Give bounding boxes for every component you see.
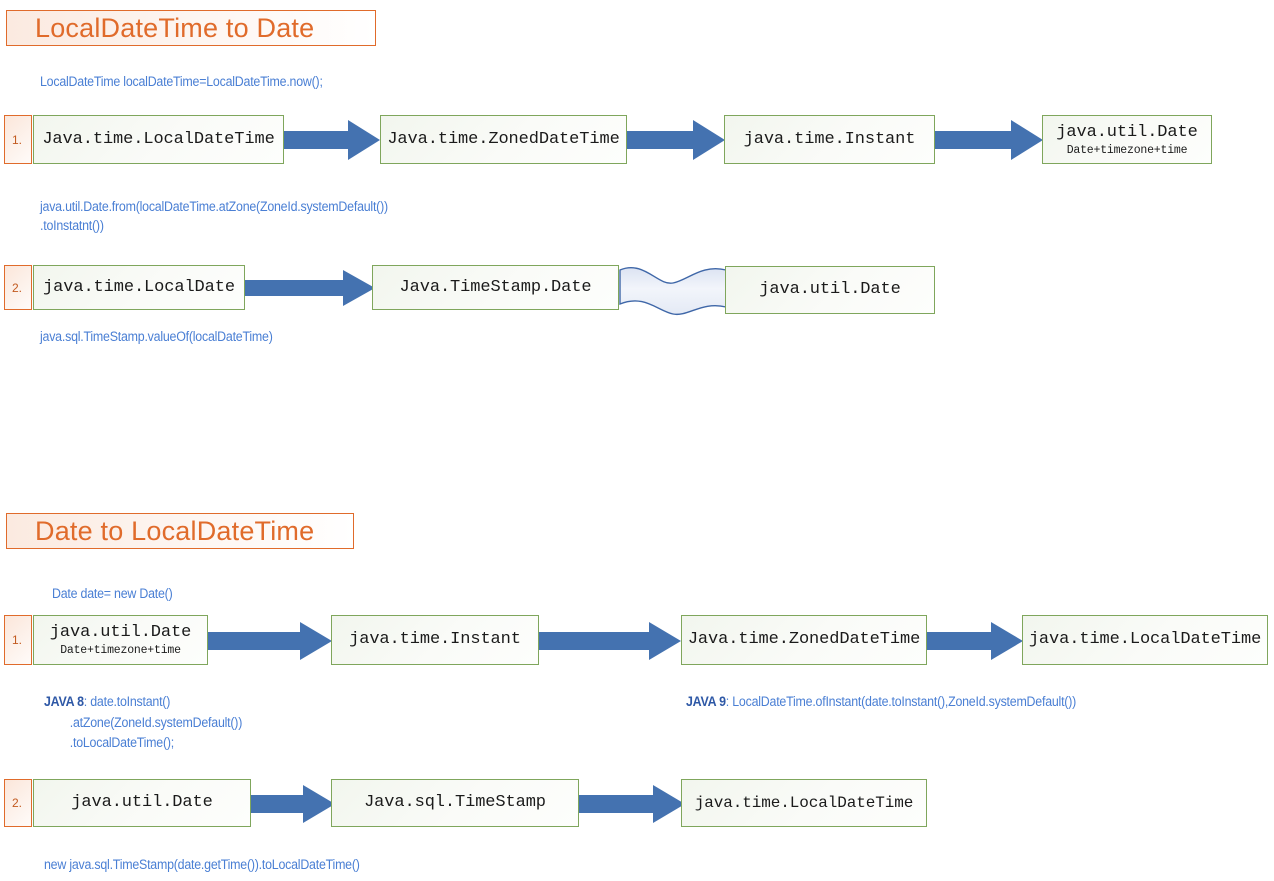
arrow-s2r1-0 <box>208 621 332 661</box>
step-number-s1r2: 2. <box>4 265 32 310</box>
arrow-s2r2-1 <box>579 784 685 824</box>
node-label: java.time.LocalDateTime <box>1028 630 1262 649</box>
node-s2r1-2: Java.time.ZonedDateTime <box>681 615 927 665</box>
java8-tag: JAVA 8 <box>44 694 84 709</box>
node-s2r1-3: java.time.LocalDateTime <box>1022 615 1268 665</box>
node-s1r2-2: java.util.Date <box>725 266 935 314</box>
node-label: Java.sql.TimeStamp <box>364 793 546 812</box>
java9-code-1: : LocalDateTime.ofInstant(date.toInstant… <box>725 694 1077 709</box>
note-java8-line2: .atZone(ZoneId.systemDefault()) <box>44 715 243 730</box>
note-s1r1-line2: .toInstatnt()) <box>40 218 104 233</box>
node-label: Java.time.ZonedDateTime <box>387 129 620 149</box>
note-s1r2-line1: java.sql.TimeStamp.valueOf(localDateTime… <box>40 329 273 344</box>
node-label: java.time.LocalDateTime <box>694 794 914 812</box>
note-s1r1-line1: java.util.Date.from(localDateTime.atZone… <box>40 199 388 214</box>
step-number-s2r2: 2. <box>4 779 32 827</box>
arrow-s1r1-1 <box>627 119 725 161</box>
step-number-s1r1: 1. <box>4 115 32 164</box>
arrow-s2r2-0 <box>251 784 335 824</box>
node-s2r2-0: java.util.Date <box>33 779 251 827</box>
node-s1r2-0: java.time.LocalDate <box>33 265 245 310</box>
note-java9-line1: JAVA 9: LocalDateTime.ofInstant(date.toI… <box>686 692 1076 711</box>
note-java8-line1: JAVA 8: date.toInstant() <box>44 692 170 711</box>
node-s2r1-0: java.util.Date Date+timezone+time <box>33 615 208 665</box>
node-label: Java.TimeStamp.Date <box>399 277 592 297</box>
node-label: Java.time.LocalDateTime <box>42 129 275 149</box>
arrow-s2r1-2 <box>927 621 1023 661</box>
node-label: java.util.Date <box>759 280 901 299</box>
wave-connector-s1r2 <box>618 264 728 316</box>
arrow-s1r1-0 <box>284 119 380 161</box>
node-s1r1-2: java.time.Instant <box>724 115 935 164</box>
node-label: java.time.LocalDate <box>43 277 235 297</box>
node-s2r2-1: Java.sql.TimeStamp <box>331 779 579 827</box>
node-s2r2-2: java.time.LocalDateTime <box>681 779 927 827</box>
note-localdatetime-now: LocalDateTime localDateTime=LocalDateTim… <box>40 74 323 89</box>
step-number-s2r1: 1. <box>4 615 32 665</box>
section-title-localdatetime-to-date: LocalDateTime to Date <box>6 10 376 46</box>
arrow-s1r1-2 <box>935 119 1043 161</box>
node-label: java.util.Date <box>1056 122 1198 142</box>
section-title-text: Date to LocalDateTime <box>35 515 315 546</box>
node-s1r1-1: Java.time.ZonedDateTime <box>380 115 627 164</box>
note-new-date: Date date= new Date() <box>52 586 173 601</box>
java8-code-1: : date.toInstant() <box>83 694 171 709</box>
node-label: java.util.Date <box>49 623 192 642</box>
node-label: java.util.Date <box>71 793 213 812</box>
java9-tag: JAVA 9 <box>686 694 726 709</box>
arrow-s1r2-0 <box>245 269 375 307</box>
node-label: Java.time.ZonedDateTime <box>687 630 921 649</box>
node-label: java.time.Instant <box>743 129 916 149</box>
section-title-date-to-localdatetime: Date to LocalDateTime <box>6 513 354 549</box>
node-sublabel: Date+timezone+time <box>60 644 181 657</box>
node-s1r2-1: Java.TimeStamp.Date <box>372 265 619 310</box>
node-sublabel: Date+timezone+time <box>1066 143 1188 157</box>
node-s1r1-3: java.util.Date Date+timezone+time <box>1042 115 1212 164</box>
node-label: java.time.Instant <box>349 630 521 649</box>
arrow-s2r1-1 <box>539 621 681 661</box>
section-title-text: LocalDateTime to Date <box>35 12 315 43</box>
note-bottom-timestamp: new java.sql.TimeStamp(date.getTime()).t… <box>44 857 360 872</box>
node-s2r1-1: java.time.Instant <box>331 615 539 665</box>
node-s1r1-0: Java.time.LocalDateTime <box>33 115 284 164</box>
note-java8-line3: .toLocalDateTime(); <box>44 735 174 750</box>
